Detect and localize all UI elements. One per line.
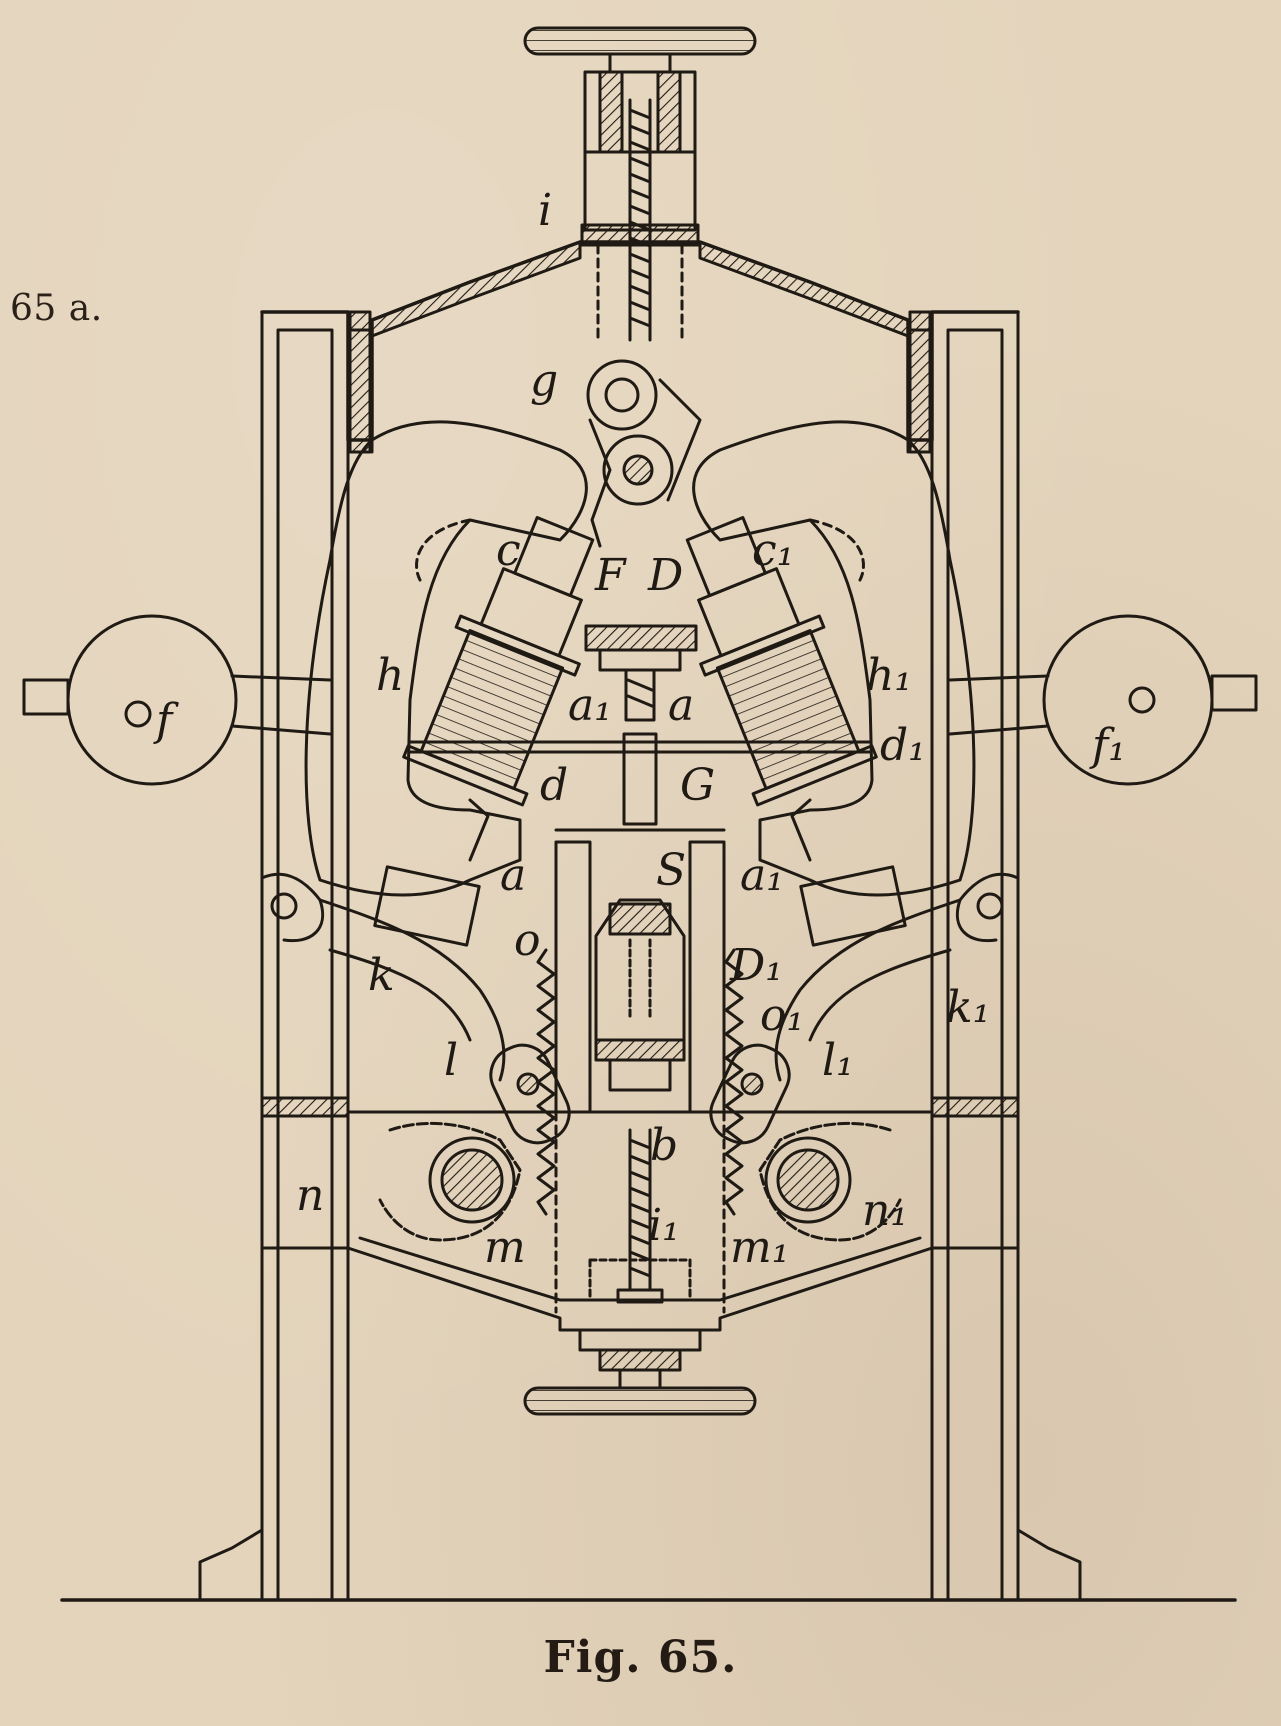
arm-body-right [692,420,976,897]
spring-right [724,948,744,1216]
label-l-right: l₁ [822,1035,854,1086]
label-D1: D₁ [729,940,783,991]
figure-caption: Fig. 65. [543,1632,738,1683]
pivot-left [270,892,298,920]
label-f-right: f₁ [1089,720,1126,771]
center-holder [554,624,726,832]
counterweight-right [948,614,1258,786]
top-screw-housing [580,70,700,342]
counterweight-left [22,614,332,786]
frame-left-leg [198,310,350,1602]
label-g: g [530,355,558,406]
label-n-right: n₁ [862,1185,908,1236]
electrode-spool-left [402,515,595,807]
center-column [554,840,726,1114]
label-a-lower-left: a [500,850,526,901]
label-F: F [594,550,627,601]
arm-body-left [304,420,588,897]
lever-left [318,898,506,1082]
gear-segment-right [758,1122,902,1242]
bottom-handwheel [523,1328,757,1416]
lever-right [774,898,962,1082]
label-i: i [538,185,552,236]
label-o-right: o₁ [760,990,804,1041]
label-d-left: d [540,760,568,811]
lower-screw [616,1128,664,1304]
label-n-left: n [296,1170,324,1221]
label-k-left: k [368,950,395,1001]
link-left [489,1043,571,1145]
label-l-left: l [444,1035,458,1086]
label-h-right: h₁ [866,650,912,701]
lower-housing [260,1096,1020,1332]
lower-clamp-left [373,798,490,947]
spring-left [536,948,556,1216]
label-a-lower-right: a₁ [740,850,784,901]
figure-number: 65 a. [10,288,103,329]
electrode-spool-right [685,515,878,807]
top-cover [260,240,1020,454]
part-labels: i g c c₁ F D h h₁ f f₁ a₁ a d d₁ G a a₁ … [153,185,1126,1273]
lower-clamp-right [790,798,907,947]
label-i1: i₁ [648,1200,680,1251]
label-S: S [656,845,686,896]
label-a-center-right: a [668,680,694,731]
top-handwheel [523,26,757,74]
label-o-left: o [514,915,541,966]
label-k-right: k₁ [946,982,990,1033]
label-c-left: c [496,525,521,576]
label-h-left: h [376,650,404,701]
label-f-left: f [153,695,179,746]
label-b: b [650,1120,678,1171]
gear-segment-left [378,1122,522,1242]
link-right [709,1043,791,1145]
pivot-rollers [586,359,702,548]
frame-right-leg [930,310,1082,1602]
label-m-right: m₁ [730,1222,789,1273]
label-a-center-left: a₁ [568,680,612,731]
label-G: G [680,760,715,811]
label-D: D [647,550,683,601]
label-c-right: c₁ [752,525,794,576]
pivot-right [976,892,1004,920]
label-m-left: m [484,1222,526,1273]
label-d-right: d₁ [880,720,926,771]
